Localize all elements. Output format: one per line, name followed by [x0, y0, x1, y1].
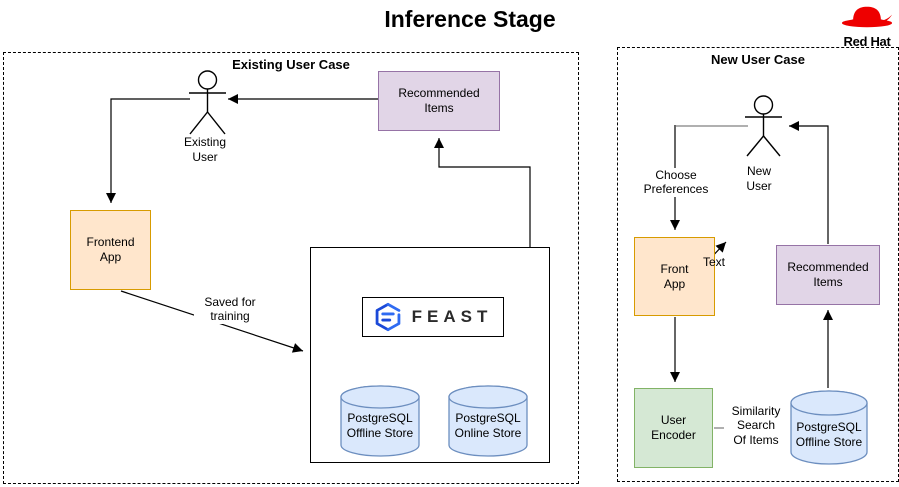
postgres-offline-store-left: PostgreSQL Offline Store — [340, 385, 420, 457]
frontend-app-box: Frontend App — [70, 210, 151, 290]
new-user-case-title: New User Case — [711, 52, 805, 67]
text-edge-label: Text — [702, 255, 725, 269]
feast-logo-text: FEAST — [411, 307, 493, 326]
existing-user-case-title: Existing User Case — [232, 57, 350, 72]
existing-user-case-panel: Existing User Case — [3, 52, 579, 484]
similarity-search-label: Similarity Search Of Items — [724, 404, 788, 448]
postgres-online-store: PostgreSQL Online Store — [448, 385, 528, 457]
offline-store-label-left: PostgreSQL Offline Store — [346, 411, 414, 441]
feast-logo-box: FEAST — [362, 297, 504, 337]
redhat-logo-text: Red Hat — [843, 34, 891, 49]
feast-icon — [375, 302, 400, 332]
front-app-box: Front App — [634, 237, 715, 316]
new-user-actor-icon — [745, 95, 782, 157]
online-store-label: PostgreSQL Online Store — [454, 411, 522, 441]
database-cylinder-icon — [340, 385, 420, 457]
recommended-items-box-right: Recommended Items — [776, 245, 880, 305]
choose-preferences-label: Choose Preferences — [639, 168, 713, 197]
redhat-fedora-icon — [841, 6, 893, 28]
new-user-label: New User — [746, 164, 772, 193]
user-encoder-box: User Encoder — [634, 388, 713, 468]
existing-user-label: Existing User — [183, 135, 227, 164]
database-cylinder-icon — [448, 385, 528, 457]
page-title: Inference Stage — [384, 6, 556, 32]
recommended-items-box-left: Recommended Items — [378, 71, 500, 131]
redhat-logo: Red Hat — [836, 4, 898, 49]
saved-for-training-label: Saved for training — [194, 295, 266, 324]
postgres-offline-store-right: PostgreSQL Offline Store — [790, 390, 868, 465]
database-cylinder-icon — [790, 390, 868, 465]
existing-user-actor-icon — [189, 70, 226, 135]
offline-store-label-right: PostgreSQL Offline Store — [795, 420, 863, 450]
